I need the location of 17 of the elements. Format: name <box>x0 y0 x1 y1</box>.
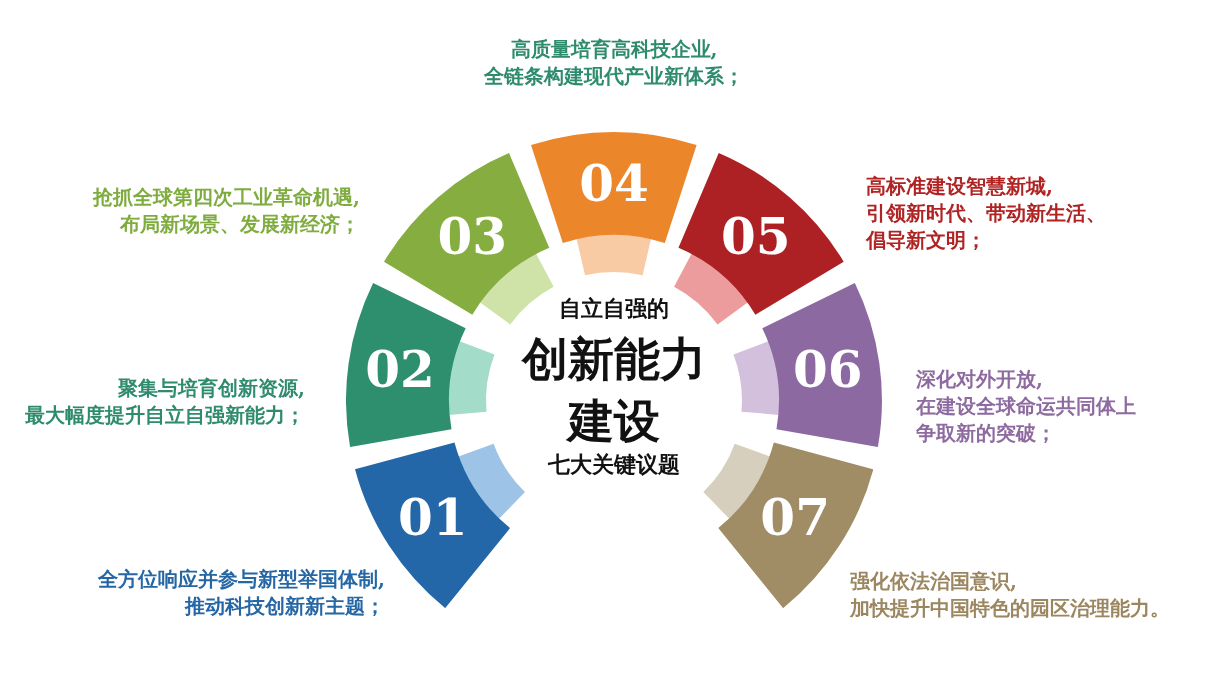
center-subtitle: 七大关键议题 <box>547 450 681 478</box>
segment-number: 02 <box>365 344 435 395</box>
description-text: 高质量培育高科技企业, 全链条构建现代产业新体系； <box>483 36 745 90</box>
segment-number: 04 <box>579 159 649 209</box>
description-text: 强化依法治国意识, 加快提升中国特色的园区治理能力。 <box>850 568 1170 622</box>
segment-number: 05 <box>720 211 791 262</box>
description-text: 全方位响应并参与新型举国体制, 推动科技创新新主题； <box>98 566 385 620</box>
segment-number: 06 <box>793 344 863 395</box>
description-text: 聚集与培育创新资源, 最大幅度提升自立自强新能力； <box>25 375 305 429</box>
description-text: 抢抓全球第四次工业革命机遇, 布局新场景、发展新经济； <box>93 184 360 238</box>
segment-number: 03 <box>437 211 508 262</box>
description-text: 高标准建设智慧新城, 引领新时代、带动新生活、倡导新文明； <box>866 173 1107 254</box>
center-title: 创新能力建设 <box>520 331 707 450</box>
center-subtitle: 自立自强的 <box>558 294 670 322</box>
description-text: 深化对外开放, 在建设全球命运共同体上争取新的突破； <box>916 366 1137 447</box>
segment-number: 07 <box>760 492 830 543</box>
segment-number: 01 <box>398 492 468 543</box>
